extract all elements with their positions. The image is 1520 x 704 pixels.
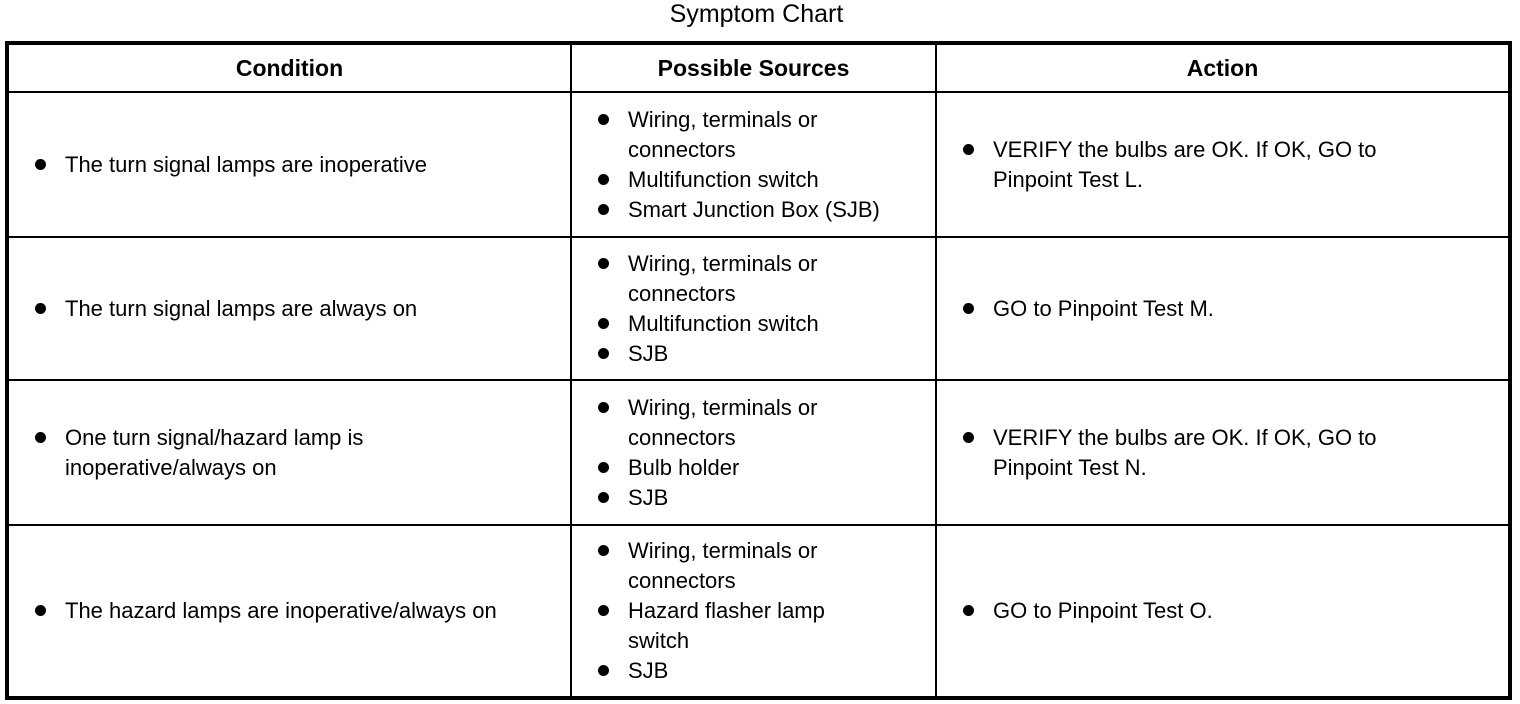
sources-cell: Wiring, terminals or connectors Hazard f… <box>570 524 937 699</box>
bullet-icon <box>598 605 609 616</box>
list-item-text: Wiring, terminals or connectors <box>628 250 818 306</box>
list-item-text: Wiring, terminals or connectors <box>628 538 818 593</box>
list-item: Wiring, terminals or connectors <box>572 105 921 165</box>
list-item: Multifunction switch <box>572 309 921 339</box>
list-item: SJB <box>572 483 921 513</box>
sources-list: Wiring, terminals or connectors Multifun… <box>572 105 921 225</box>
column-header-possible-sources: Possible Sources <box>570 42 937 93</box>
action-cell: GO to Pinpoint Test O. <box>935 524 1511 699</box>
symptom-table: Condition Possible Sources Action The tu… <box>5 41 1512 700</box>
sources-cell: Wiring, terminals or connectors Bulb hol… <box>570 379 937 526</box>
list-item: The turn signal lamps are inoperative <box>9 150 556 180</box>
table-header-row: Condition Possible Sources Action <box>6 42 1511 93</box>
list-item: Hazard flasher lamp switch <box>572 596 921 656</box>
bullet-icon <box>963 302 974 314</box>
condition-cell: The hazard lamps are inoperative/always … <box>6 524 572 699</box>
table-row: The hazard lamps are inoperative/always … <box>6 524 1511 699</box>
sources-list: Wiring, terminals or connectors Multifun… <box>572 249 921 369</box>
bullet-icon <box>598 257 609 269</box>
list-item-text: Multifunction switch <box>628 310 819 336</box>
condition-list: The turn signal lamps are inoperative <box>9 150 556 180</box>
bullet-icon <box>598 491 609 503</box>
bullet-icon <box>598 203 609 215</box>
list-item-text: VERIFY the bulbs are OK. If OK, GO to Pi… <box>993 136 1377 192</box>
table-row: The turn signal lamps are always on Wiri… <box>6 236 1511 381</box>
list-item-text: Wiring, terminals or connectors <box>628 106 818 162</box>
list-item-text: GO to Pinpoint Test M. <box>993 295 1214 321</box>
list-item-text: SJB <box>628 658 669 683</box>
condition-cell: The turn signal lamps are always on <box>6 236 572 381</box>
list-item-text: SJB <box>628 484 669 510</box>
action-list: GO to Pinpoint Test O. <box>937 596 1494 626</box>
bullet-icon <box>598 401 609 413</box>
list-item: SJB <box>572 656 921 686</box>
bullet-icon <box>598 545 609 556</box>
list-item-text: Wiring, terminals or connectors <box>628 394 818 450</box>
list-item-text: Multifunction switch <box>628 166 819 192</box>
bullet-icon <box>598 113 609 125</box>
action-list: VERIFY the bulbs are OK. If OK, GO to Pi… <box>937 135 1494 195</box>
list-item: GO to Pinpoint Test O. <box>937 596 1494 626</box>
sources-list: Wiring, terminals or connectors Hazard f… <box>572 536 921 686</box>
bullet-icon <box>598 461 609 473</box>
list-item: Bulb holder <box>572 453 921 483</box>
sources-list: Wiring, terminals or connectors Bulb hol… <box>572 393 921 513</box>
list-item: The turn signal lamps are always on <box>9 294 556 324</box>
list-item: The hazard lamps are inoperative/always … <box>9 596 556 626</box>
list-item: SJB <box>572 339 921 369</box>
list-item-text: VERIFY the bulbs are OK. If OK, GO to Pi… <box>993 424 1377 480</box>
bullet-icon <box>598 347 609 359</box>
list-item-text: GO to Pinpoint Test O. <box>993 598 1213 623</box>
bullet-icon <box>963 431 974 443</box>
bullet-icon <box>35 431 46 443</box>
list-item-text: The hazard lamps are inoperative/always … <box>65 598 497 623</box>
list-item: Multifunction switch <box>572 165 921 195</box>
condition-list: One turn signal/hazard lamp is inoperati… <box>9 423 556 483</box>
column-header-condition: Condition <box>6 42 572 93</box>
sources-cell: Wiring, terminals or connectors Multifun… <box>570 91 937 238</box>
list-item-text: One turn signal/hazard lamp is inoperati… <box>65 424 364 480</box>
table-row: One turn signal/hazard lamp is inoperati… <box>6 379 1511 526</box>
action-cell: VERIFY the bulbs are OK. If OK, GO to Pi… <box>935 379 1511 526</box>
list-item: VERIFY the bulbs are OK. If OK, GO to Pi… <box>937 423 1494 483</box>
condition-list: The hazard lamps are inoperative/always … <box>9 596 556 626</box>
list-item: Wiring, terminals or connectors <box>572 249 921 309</box>
page-title: Symptom Chart <box>669 0 844 28</box>
list-item: VERIFY the bulbs are OK. If OK, GO to Pi… <box>937 135 1494 195</box>
list-item-text: SJB <box>628 340 669 366</box>
bullet-icon <box>598 317 609 329</box>
action-list: GO to Pinpoint Test M. <box>937 294 1494 324</box>
column-header-action: Action <box>935 42 1511 93</box>
bullet-icon <box>35 605 46 616</box>
list-item: Wiring, terminals or connectors <box>572 393 921 453</box>
bullet-icon <box>35 158 46 170</box>
list-item: Wiring, terminals or connectors <box>572 536 921 596</box>
condition-cell: The turn signal lamps are inoperative <box>6 91 572 238</box>
action-cell: VERIFY the bulbs are OK. If OK, GO to Pi… <box>935 91 1511 238</box>
bullet-icon <box>963 605 974 616</box>
list-item: Smart Junction Box (SJB) <box>572 195 921 225</box>
action-cell: GO to Pinpoint Test M. <box>935 236 1511 381</box>
condition-list: The turn signal lamps are always on <box>9 294 556 324</box>
list-item-text: Smart Junction Box (SJB) <box>628 196 880 222</box>
bullet-icon <box>35 302 46 314</box>
list-item: GO to Pinpoint Test M. <box>937 294 1494 324</box>
list-item: One turn signal/hazard lamp is inoperati… <box>9 423 556 483</box>
condition-cell: One turn signal/hazard lamp is inoperati… <box>6 379 572 526</box>
list-item-text: Hazard flasher lamp switch <box>628 598 825 653</box>
sources-cell: Wiring, terminals or connectors Multifun… <box>570 236 937 381</box>
table-row: The turn signal lamps are inoperative Wi… <box>6 91 1511 238</box>
action-list: VERIFY the bulbs are OK. If OK, GO to Pi… <box>937 423 1494 483</box>
list-item-text: Bulb holder <box>628 454 740 480</box>
bullet-icon <box>963 143 974 155</box>
bullet-icon <box>598 173 609 185</box>
list-item-text: The turn signal lamps are inoperative <box>65 151 427 177</box>
bullet-icon <box>598 665 609 676</box>
list-item-text: The turn signal lamps are always on <box>65 295 418 321</box>
